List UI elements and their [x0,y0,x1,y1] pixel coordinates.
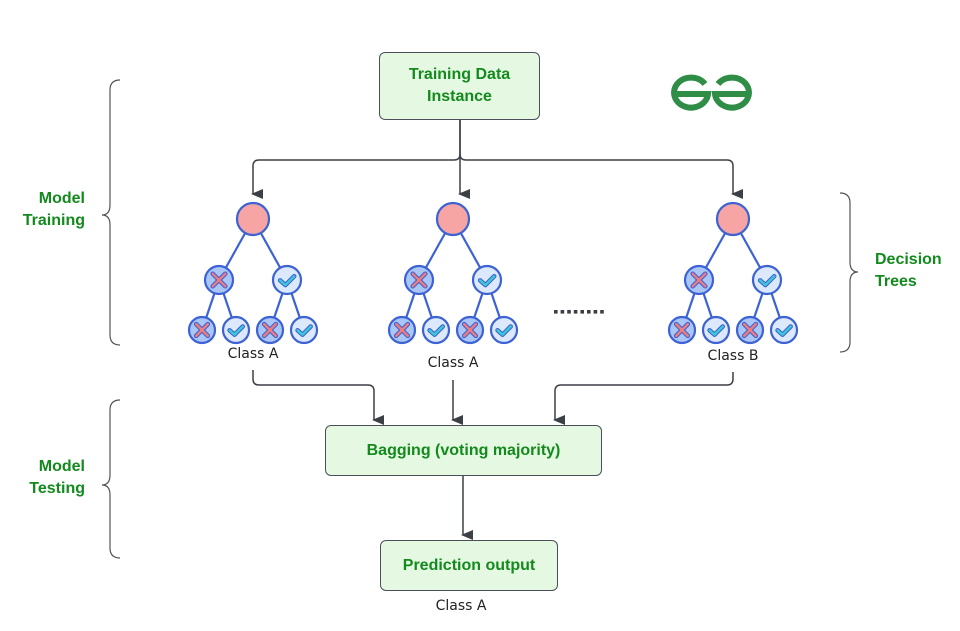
connector-top-to-tree-3 [459,153,743,199]
model-training-line1: Model [38,190,85,207]
check-node [489,315,519,345]
check-node [271,264,303,296]
bagging-box[interactable]: Bagging (voting majority) [325,425,602,476]
prediction-output-box[interactable]: Prediction output [380,540,558,591]
ellipsis-more-trees [554,310,604,314]
connector-tree-1-to-bagging [252,370,384,425]
decision-trees-line2: Trees [875,273,917,290]
root-node [235,201,271,237]
ellipsis-dot [580,310,584,314]
check-node [221,315,251,345]
decision-tree-2 [387,201,519,345]
cross-node [403,264,435,296]
tree-1-class-label: Class A [227,346,279,362]
ellipsis-dot [560,310,565,314]
ellipsis-dot [573,310,578,314]
decision-trees-label: Decision Trees [875,249,942,293]
model-testing-line1: Model [38,458,85,475]
cross-node [187,315,217,345]
cross-node [735,315,765,345]
ellipsis-dot [593,310,598,314]
connector-tree-3-to-bagging [553,372,734,425]
ellipsis-dot [600,310,604,314]
ellipsis-dot [567,310,571,314]
check-node [421,315,451,345]
decision-trees-line1: Decision [875,251,942,268]
ellipsis-dot [587,310,591,314]
cross-node [387,315,417,345]
check-node [701,315,731,345]
cross-node [683,264,715,296]
cross-node [667,315,697,345]
gfg-logo [671,74,752,111]
model-testing-line2: Testing [29,480,85,497]
training-data-line2: Instance [427,88,492,105]
check-node [769,315,799,345]
root-node [435,201,471,237]
check-node [471,264,503,296]
cross-node [203,264,235,296]
bagging-label: Bagging (voting majority) [366,441,561,459]
training-data-line1: Training Data [408,66,511,83]
brace-model-training [101,79,121,346]
model-testing-label: Model Testing [0,456,85,500]
prediction-class-label: Class A [435,598,487,614]
prediction-label: Prediction output [402,556,536,574]
tree-2-class-label: Class A [427,355,479,371]
cross-node [255,315,285,345]
decision-tree-1 [187,201,319,345]
check-node [289,315,319,345]
decision-tree-3 [667,201,799,345]
model-training-label: Model Training [0,188,85,232]
connector-top-to-tree-1 [251,120,461,199]
tree-3-class-label: Class B [707,348,759,364]
root-node [715,201,751,237]
ellipsis-dot [554,310,558,314]
training-data-box[interactable]: Training Data Instance [379,52,540,120]
brace-model-testing [101,399,121,559]
check-node [751,264,783,296]
model-training-line2: Training [22,212,85,229]
brace-decision-trees [839,192,859,353]
cross-node [455,315,485,345]
